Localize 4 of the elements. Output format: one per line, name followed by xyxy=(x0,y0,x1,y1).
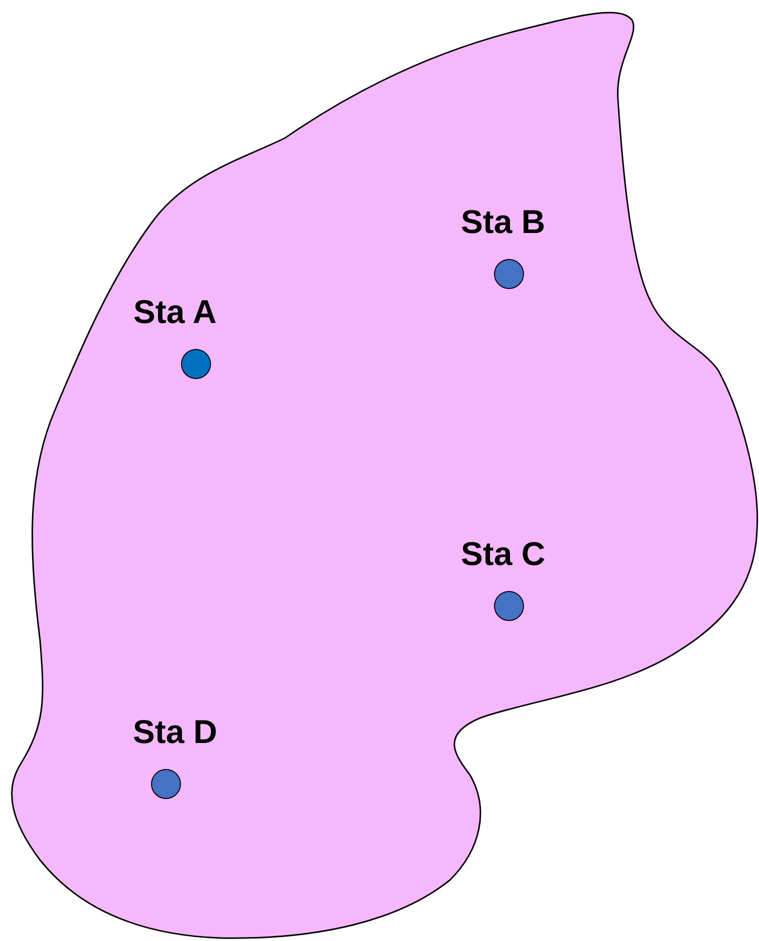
station-label: Sta B xyxy=(460,202,546,242)
station-label: Sta C xyxy=(460,534,546,574)
station-label: Sta D xyxy=(132,712,218,752)
station-label: Sta A xyxy=(133,292,217,332)
